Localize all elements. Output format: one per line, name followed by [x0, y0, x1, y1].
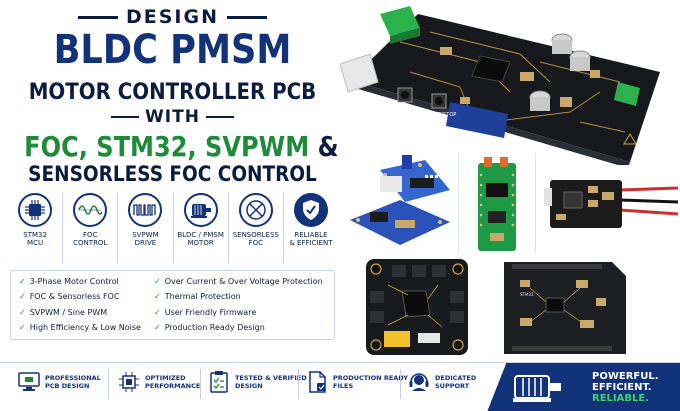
- headline-design-text: DESIGN: [125, 6, 219, 28]
- check-icon: ✓: [154, 322, 161, 332]
- checklist-item: ✓FOC & Sensorless FOC: [19, 292, 120, 302]
- feature-motor-label: BLDC / PMSM MOTOR: [177, 231, 224, 247]
- check-icon: ✓: [19, 322, 26, 332]
- headline-with-text: WITH: [145, 107, 200, 127]
- motor-icon: [513, 375, 561, 402]
- headline-sensorless: SENSORLESS FOC CONTROL: [28, 162, 317, 186]
- promo-text: POWERFUL. EFFICIENT. RELIABLE.: [592, 371, 659, 404]
- feature-sensorless: SENSORLESS FOC: [229, 193, 284, 263]
- reset-label: RESET: [396, 106, 413, 112]
- chip-marking-label: STM32: [520, 292, 534, 297]
- benefit-divider: [298, 369, 299, 399]
- headline-rule-right: [227, 16, 267, 19]
- check-icon: ✓: [154, 307, 161, 317]
- esc-wired-board-photo: [544, 180, 679, 228]
- benefit-pcb-design: PROFESSIONAL PCB DESIGN: [18, 371, 101, 393]
- benefit-optimized: OPTIMIZED PERFORMANCE: [118, 371, 200, 393]
- chip-icon: [18, 193, 53, 227]
- feature-sensorless-label: SENSORLESS FOC: [232, 231, 279, 247]
- photo-divider: [535, 153, 536, 253]
- feature-foc: FOC CONTROL: [63, 193, 119, 263]
- with-rule-left: [111, 116, 140, 118]
- checklist-item: ✓Thermal Protection: [154, 292, 241, 302]
- feature-reliable: RELIABLE & EFFICIENT: [284, 193, 338, 263]
- cpu-icon: [118, 371, 140, 393]
- headline-sub: MOTOR CONTROLLER PCB: [28, 80, 317, 105]
- promo-line-1: POWERFUL.: [592, 371, 659, 382]
- pwm-wave-icon: [128, 193, 163, 227]
- check-icon: ✓: [154, 277, 161, 286]
- checklist-item: ✓High Efficiency & Low Noise: [19, 322, 141, 332]
- promo-line-3: RELIABLE.: [592, 393, 649, 404]
- feature-icons-row: STM32 MCU FOC CONTROL SVPWM DRIVE BLDC /…: [8, 193, 338, 263]
- headline-foc-amp: &: [309, 130, 339, 163]
- with-rule-right: [205, 116, 234, 118]
- main-controller-board: RESET START/STOP: [340, 6, 660, 165]
- checklist-item: ✓3-Phase Motor Control: [19, 277, 119, 286]
- benefit-divider: [400, 369, 401, 399]
- feature-reliable-label: RELIABLE & EFFICIENT: [289, 231, 333, 247]
- benefit-divider: [200, 369, 201, 399]
- benefit-pcb-design-label: PROFESSIONAL PCB DESIGN: [45, 374, 101, 390]
- monitor-pcb-icon: [18, 371, 40, 393]
- feature-svpwm: SVPWM DRIVE: [118, 193, 174, 263]
- headline-design: DESIGN: [0, 6, 345, 28]
- checklist-item: ✓Over Current & Over Voltage Protection: [154, 277, 323, 286]
- photo-divider: [458, 153, 459, 253]
- headline-foc: FOC, STM32, SVPWM &: [24, 130, 338, 163]
- benefit-support: DEDICATED SUPPORT: [408, 371, 476, 393]
- check-icon: ✓: [154, 292, 161, 302]
- feature-checklist: ✓3-Phase Motor Control ✓Over Current & O…: [10, 270, 335, 340]
- benefit-production-files-label: PRODUCTION READY FILES: [333, 374, 408, 390]
- feature-stm32: STM32 MCU: [8, 193, 64, 263]
- promo-line-2: EFFICIENT.: [592, 382, 652, 393]
- headline-with: WITH: [0, 107, 345, 127]
- headset-icon: [408, 371, 430, 393]
- checklist-icon: [208, 371, 230, 393]
- bottom-benefits-bar: PROFESSIONAL PCB DESIGN OPTIMIZED PERFOR…: [0, 362, 680, 411]
- headline-foc-green: FOC, STM32, SVPWM: [24, 130, 310, 163]
- green-module-photo: [478, 157, 516, 251]
- square-esc-board-photo: [366, 259, 468, 355]
- feature-motor: BLDC / PMSM MOTOR: [174, 193, 229, 263]
- benefit-tested: TESTED & VERIFIED DESIGN: [208, 371, 307, 393]
- benefit-production-files: PRODUCTION READY FILES: [306, 371, 408, 393]
- no-sensor-icon: [238, 193, 273, 227]
- motor-icon: [183, 193, 218, 227]
- benefit-support-label: DEDICATED SUPPORT: [435, 374, 477, 390]
- headline-rule-left: [77, 16, 118, 19]
- feature-stm32-label: STM32 MCU: [23, 231, 47, 247]
- promo-banner: POWERFUL. EFFICIENT. RELIABLE.: [487, 363, 680, 411]
- blue-boards-photo: [350, 155, 450, 245]
- shield-board-photo: STM32: [504, 262, 626, 354]
- start-stop-label: START/STOP: [426, 112, 456, 118]
- feature-foc-label: FOC CONTROL: [73, 231, 108, 247]
- document-icon: [306, 371, 328, 393]
- feature-svpwm-label: SVPWM DRIVE: [132, 231, 159, 247]
- checklist-item: ✓User Friendly Firmware: [154, 307, 257, 317]
- benefit-divider: [108, 369, 109, 399]
- benefit-optimized-label: OPTIMIZED PERFORMANCE: [145, 374, 201, 390]
- headline-main: BLDC PMSM: [53, 27, 292, 73]
- checklist-item: ✓SVPWM / Sine PWM: [19, 307, 108, 317]
- check-icon: ✓: [19, 292, 26, 302]
- sine-wave-icon: [73, 193, 108, 227]
- benefit-tested-label: TESTED & VERIFIED DESIGN: [235, 374, 307, 390]
- check-icon: ✓: [19, 307, 26, 317]
- checklist-item: ✓Production Ready Design: [154, 322, 265, 332]
- check-icon: ✓: [19, 277, 26, 286]
- shield-check-icon: [293, 193, 328, 227]
